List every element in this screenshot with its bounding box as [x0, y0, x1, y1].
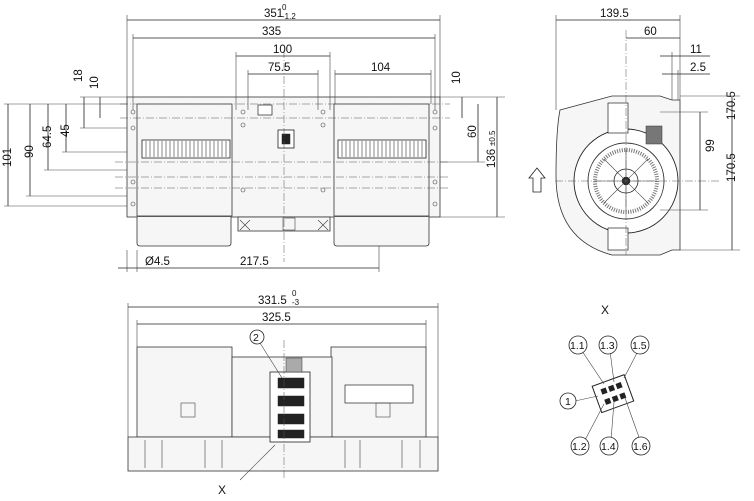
- front-view: [115, 50, 450, 262]
- dim-100: 100: [273, 44, 292, 56]
- left-fan-grill: [141, 139, 231, 159]
- dim-10-right: 10: [451, 71, 463, 84]
- mounting-holes: [130, 109, 438, 207]
- dim-2-5: 2.5: [690, 62, 706, 74]
- dim-351-tol-upper: 0: [282, 3, 287, 12]
- right-fan-grill: [337, 139, 427, 159]
- dim-dia-4-5: Ø4.5: [145, 256, 170, 268]
- svg-text:1.3: 1.3: [600, 340, 615, 352]
- right-lower-housing: [333, 217, 430, 247]
- side-view: [555, 30, 720, 256]
- pin-callout-1-4: 1.4: [599, 436, 619, 456]
- dim-217-5: 217.5: [240, 256, 269, 268]
- dim-170-5-top: 170.5: [726, 91, 738, 120]
- top-view: [127, 340, 439, 480]
- dim-136: 136: [486, 149, 498, 168]
- right-fan-housing: [333, 103, 430, 217]
- pin-callout-1-1: 1.1: [568, 335, 588, 355]
- left-lower-housing: [136, 217, 232, 247]
- dim-351: 351: [264, 8, 283, 20]
- pin-callout-1-3: 1.3: [598, 335, 618, 355]
- svg-text:1.1: 1.1: [570, 340, 585, 352]
- arrow-up-icon: [528, 167, 546, 193]
- dim-170-5-mid: 170.5: [726, 153, 738, 182]
- dim-99: 99: [705, 139, 717, 152]
- svg-text:1.4: 1.4: [601, 441, 616, 453]
- dim-45: 45: [60, 124, 72, 137]
- svg-text:1: 1: [565, 396, 571, 408]
- svg-text:1.2: 1.2: [572, 441, 587, 453]
- dim-10-left: 10: [89, 76, 101, 89]
- callout-2: [249, 329, 265, 345]
- dim-351-tol-lower: -1.2: [282, 12, 296, 21]
- svg-text:1.6: 1.6: [633, 441, 648, 453]
- dim-60-front: 60: [467, 125, 479, 138]
- dim-325-5: 325.5: [262, 312, 291, 324]
- left-fan-housing: [136, 103, 233, 217]
- connector-detail: X 1.1 1.3 1.5: [559, 303, 651, 456]
- dim-64-5: 64.5: [42, 126, 54, 148]
- front-connector: [257, 104, 295, 149]
- pin-callout-1-6: 1.6: [631, 436, 651, 456]
- dim-101: 101: [2, 148, 14, 167]
- dim-331-5-tol-lower: -3: [292, 298, 300, 307]
- detail-title: X: [601, 303, 609, 317]
- dim-18: 18: [73, 69, 85, 82]
- dim-335: 335: [262, 26, 281, 38]
- dim-139-5: 139.5: [600, 8, 629, 20]
- section-x-label: X: [218, 483, 226, 497]
- top-left-housing: [136, 346, 233, 438]
- side-view-dimensions: 139.5 60 11 2.5 99 170.5 170.5: [528, 8, 740, 251]
- callout-2-label: 2: [253, 332, 259, 344]
- dim-60-side: 60: [644, 26, 657, 38]
- svg-text:1.5: 1.5: [632, 340, 647, 352]
- connector-body: [591, 374, 635, 414]
- pin-callout-1: 1: [559, 392, 577, 410]
- pin-callout-1-5: 1.5: [630, 335, 650, 355]
- dim-331-5-tol-upper: 0: [292, 289, 297, 298]
- top-connector-stack: [269, 357, 311, 443]
- dim-136-tol: ±0.5: [488, 130, 497, 146]
- dim-104: 104: [371, 62, 391, 74]
- top-view-dimensions: 331.5 0 -3 325.5 2 X: [127, 289, 439, 497]
- dim-75-5: 75.5: [268, 62, 290, 74]
- front-view-dimensions: 351 0 -1.2 335 100 75.5 104 18 10 101 90…: [2, 3, 505, 272]
- dim-11: 11: [690, 44, 702, 56]
- dim-90: 90: [24, 145, 36, 158]
- pin-callout-1-2: 1.2: [570, 436, 590, 456]
- dim-331-5: 331.5: [258, 295, 287, 307]
